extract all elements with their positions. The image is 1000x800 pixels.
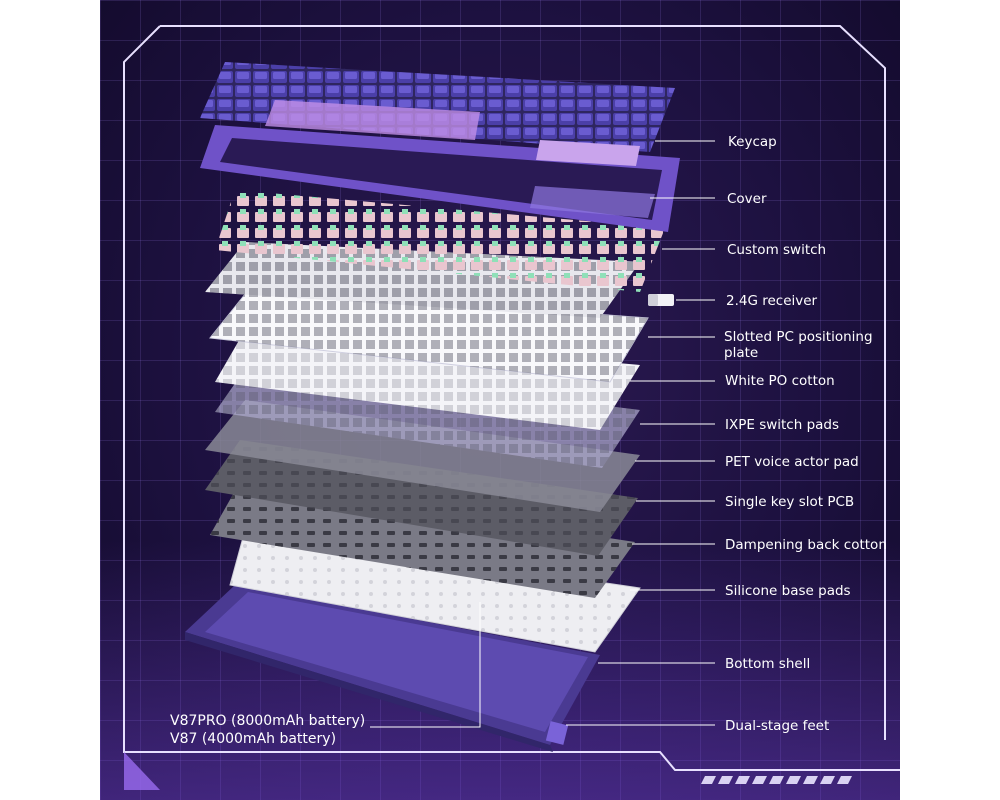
bottom-shell-shape [185, 585, 600, 752]
base-pads-texture [230, 530, 640, 652]
label-po-cotton: White PO cotton [725, 373, 835, 389]
label-cover: Cover [727, 191, 767, 207]
receiver-shape [648, 294, 674, 306]
frame-left-bottom [123, 25, 900, 771]
frame-corner-glow [124, 752, 160, 790]
pet-pad-shape [205, 400, 640, 512]
frame-corner-stripes [701, 776, 852, 784]
label-back-cotton: Dampening back cotton [725, 537, 887, 553]
label-base-pads: Silicone base pads [725, 583, 851, 599]
label-receiver: 2.4G receiver [726, 293, 818, 309]
label-keycap: Keycap [728, 134, 777, 150]
label-custom-switch: Custom switch [727, 242, 827, 258]
frame-top-right [160, 25, 886, 740]
label-bottom-shell: Bottom shell [725, 656, 811, 672]
label-pet-pad: PET voice actor pad [725, 454, 859, 470]
label-ixpe-pads: IXPE switch pads [725, 417, 840, 433]
battery-line-pro: V87PRO (8000mAh battery) [170, 713, 366, 729]
pcb-texture [205, 440, 638, 556]
custom-switch-shape [215, 190, 665, 292]
label-feet: Dual-stage feet [725, 718, 830, 734]
battery-line-standard: V87 (4000mAh battery) [170, 731, 337, 747]
po-cotton-texture [215, 330, 640, 430]
label-pc-plate: Slotted PC positioning plate [724, 329, 873, 361]
keycap-shape [200, 62, 675, 166]
label-pcb: Single key slot PCB [725, 494, 855, 510]
leader-lines [370, 140, 715, 728]
back-cotton-texture [210, 482, 635, 598]
hud-frame [123, 25, 900, 771]
battery-note: V87PRO (8000mAh battery) V87 (4000mAh ba… [170, 712, 365, 748]
